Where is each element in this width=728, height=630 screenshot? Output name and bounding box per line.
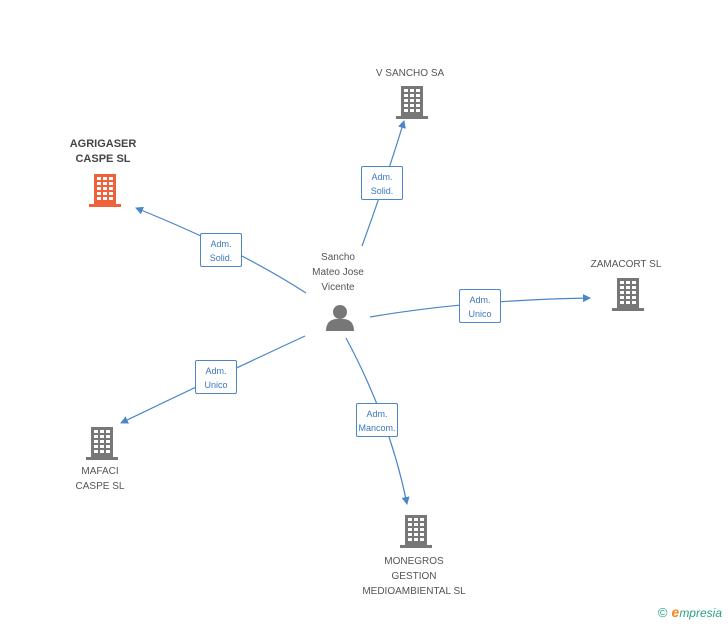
company-name-mafaci[interactable]: MAFACI CASPE SL	[76, 464, 125, 494]
brand-name: mpresia	[679, 606, 722, 620]
company-name-monegros-line: GESTION	[391, 571, 437, 582]
center-person-name-line: Sancho	[321, 252, 355, 263]
company-name-v-sancho-line: V SANCHO SA	[375, 68, 445, 79]
role-badge-v-sancho[interactable]: Adm. Solid.	[361, 166, 403, 200]
center-person-name-line: Vicente	[321, 282, 355, 293]
building-icon[interactable]	[396, 86, 428, 119]
role-badge-line: Mancom.	[358, 423, 396, 433]
building-icon[interactable]	[400, 515, 432, 548]
building-icon[interactable]	[86, 427, 118, 460]
role-badge-zamacort[interactable]: Adm. Unico	[459, 289, 501, 323]
role-badge-line: Adm.	[205, 366, 227, 376]
company-name-zamacort[interactable]: ZAMACORT SL	[591, 257, 662, 272]
copyright-symbol: ©	[657, 605, 668, 620]
company-name-agrigaser-line: AGRIGASER	[69, 138, 137, 150]
company-name-agrigaser[interactable]: AGRIGASER CASPE SL	[70, 137, 137, 167]
company-name-monegros[interactable]: MONEGROS GESTION MEDIOAMBIENTAL SL	[362, 554, 465, 599]
role-badge-monegros[interactable]: Adm. Mancom.	[356, 403, 398, 437]
role-badge-line: Solid.	[209, 253, 233, 263]
company-name-monegros-line: MONEGROS	[384, 556, 444, 567]
person-icon[interactable]	[326, 305, 354, 331]
company-name-v-sancho[interactable]: V SANCHO SA	[376, 66, 444, 81]
building-icon[interactable]	[612, 278, 644, 311]
company-name-agrigaser-line: CASPE SL	[75, 153, 131, 165]
role-badge-line: Unico	[204, 380, 228, 390]
footer-brand[interactable]: ©empresia	[658, 604, 722, 620]
role-badge-line: Adm.	[371, 172, 393, 182]
company-name-monegros-line: MEDIOAMBIENTAL SL	[362, 586, 466, 597]
role-badge-line: Adm.	[210, 239, 232, 249]
company-name-zamacort-line: ZAMACORT SL	[590, 259, 662, 270]
company-name-mafaci-line: MAFACI	[81, 466, 119, 477]
center-person-name-line: Mateo Jose	[312, 267, 364, 278]
role-badge-line: Adm.	[469, 295, 491, 305]
role-badge-line: Solid.	[370, 186, 394, 196]
role-badge-line: Unico	[468, 309, 492, 319]
company-name-mafaci-line: CASPE SL	[75, 481, 125, 492]
role-badge-line: Adm.	[366, 409, 388, 419]
brand-initial: e	[671, 604, 680, 620]
role-badge-agrigaser[interactable]: Adm. Solid.	[200, 233, 242, 267]
building-icon[interactable]	[89, 174, 121, 207]
role-badge-mafaci[interactable]: Adm. Unico	[195, 360, 237, 394]
